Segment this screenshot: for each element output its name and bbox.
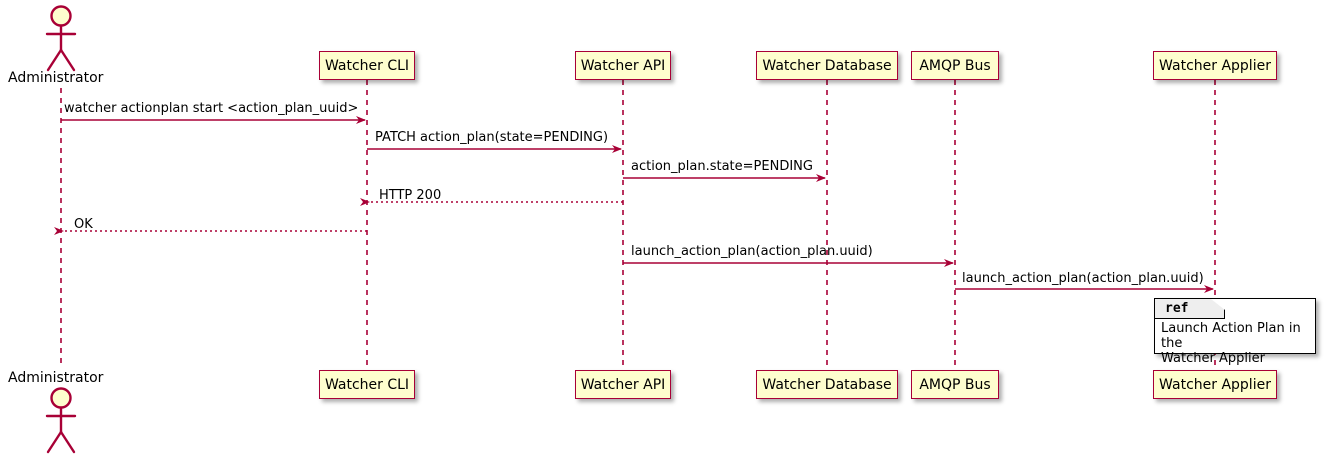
actor-figure: [45, 387, 77, 454]
lifelines-group: [60, 80, 1216, 370]
actor-figures-group: [45, 5, 77, 454]
message-arrows-group: [54, 116, 1214, 293]
actor-figure: [45, 5, 77, 72]
